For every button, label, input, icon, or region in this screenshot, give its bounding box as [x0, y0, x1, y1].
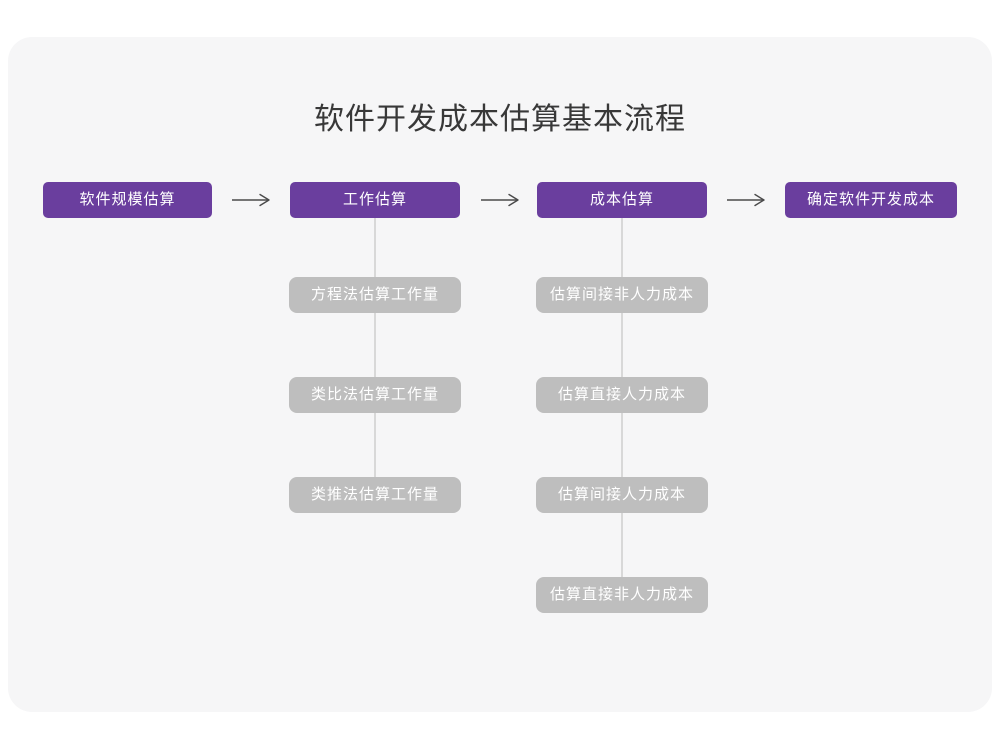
node-direct-nonlabor-cost: 估算直接非人力成本: [536, 577, 708, 613]
node-direct-labor-cost: 估算直接人力成本: [536, 377, 708, 413]
node-software-scale-estimation: 软件规模估算: [43, 182, 212, 218]
right-arrow-icon: [481, 193, 519, 207]
diagram-title: 软件开发成本估算基本流程: [314, 103, 686, 136]
right-arrow-icon: [232, 193, 270, 207]
node-equation-method-workload: 方程法估算工作量: [289, 277, 461, 313]
node-determine-dev-cost: 确定软件开发成本: [785, 182, 957, 218]
node-extrapolation-method-workload: 类推法估算工作量: [289, 477, 461, 513]
node-analogy-method-workload: 类比法估算工作量: [289, 377, 461, 413]
right-arrow-icon: [727, 193, 765, 207]
node-indirect-nonlabor-cost: 估算间接非人力成本: [536, 277, 708, 313]
diagram-card: [8, 37, 992, 712]
work-branch-connector-line: [374, 218, 376, 480]
node-work-estimation: 工作估算: [290, 182, 460, 218]
node-cost-estimation: 成本估算: [537, 182, 707, 218]
node-indirect-labor-cost: 估算间接人力成本: [536, 477, 708, 513]
